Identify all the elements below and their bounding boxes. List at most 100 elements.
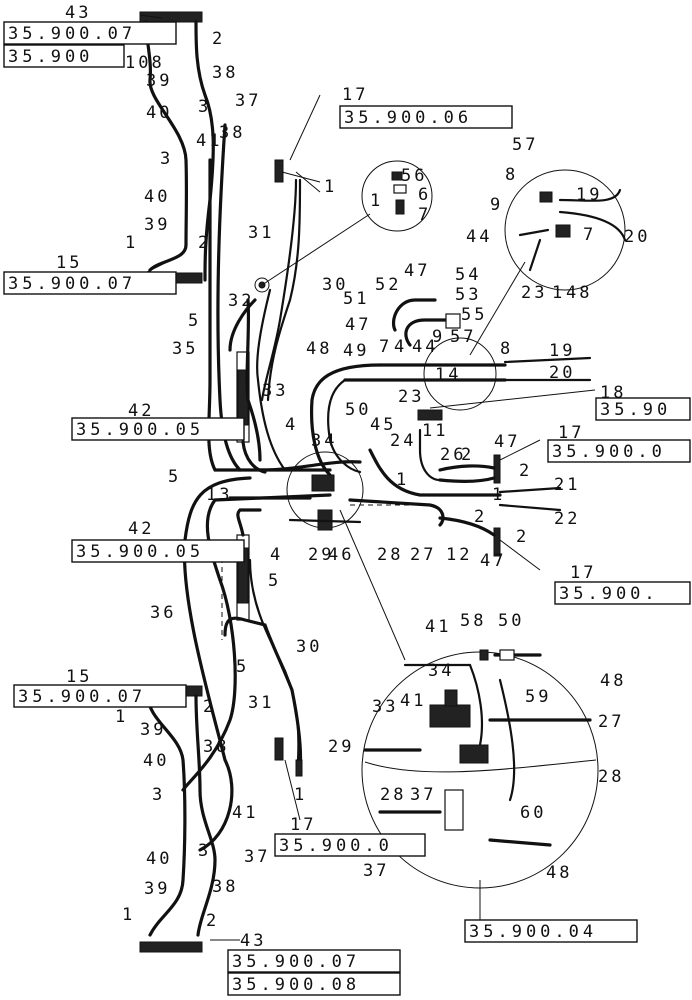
hose-19 xyxy=(503,356,592,364)
ref-box-12[interactable] xyxy=(464,919,638,943)
ref-box-1[interactable] xyxy=(3,21,177,45)
part-callout: 37 xyxy=(410,785,436,805)
part-callout: 24 xyxy=(390,431,416,451)
ref-text-9: 35.900. xyxy=(559,584,659,604)
part-callout: 11 xyxy=(422,421,448,441)
part-callout: 1 xyxy=(492,485,505,505)
part-callout: 39 xyxy=(146,71,172,91)
leader-detail-small xyxy=(261,213,371,286)
part-callout: 4 xyxy=(285,415,298,435)
part-callout: 40 xyxy=(144,187,170,207)
ref-text-6: 35.900.05 xyxy=(76,420,204,440)
part-callout: 49 xyxy=(343,341,369,361)
hose-35 xyxy=(228,298,257,352)
part-callout: 38 xyxy=(219,123,245,143)
ref-box-14[interactable] xyxy=(227,972,401,996)
ref-box-11[interactable] xyxy=(274,833,426,857)
part-callout: 17 xyxy=(342,85,368,105)
part-callout: 33 xyxy=(262,381,288,401)
leader-43-top xyxy=(139,14,163,19)
fitting-55 xyxy=(445,313,461,329)
ref-box-2[interactable] xyxy=(3,44,125,68)
part-callout: 20 xyxy=(549,363,575,383)
part-callout: 2 xyxy=(206,911,219,931)
part-callout: 42 xyxy=(128,401,154,421)
ref-box-4[interactable] xyxy=(3,271,177,295)
part-callout: 58 xyxy=(460,611,486,631)
hose-30-top xyxy=(266,178,302,402)
part-callout: 7 xyxy=(418,205,431,225)
part-callout: 32 xyxy=(228,291,254,311)
ref-text-4: 35.900.07 xyxy=(8,274,136,294)
hose-49 xyxy=(327,378,362,474)
part-callout: 39 xyxy=(140,720,166,740)
part-callout: 5 xyxy=(268,571,281,591)
hose-38-bottom xyxy=(194,694,217,937)
hose-22 xyxy=(498,503,562,512)
part-callout: 60 xyxy=(520,803,546,823)
part-callout: 34 xyxy=(428,661,454,681)
part-callout: 36 xyxy=(150,603,176,623)
part-callout: 4 xyxy=(394,337,407,357)
detail-circle-center xyxy=(423,337,497,411)
part-callout: 5 xyxy=(236,657,249,677)
fitting-17-top xyxy=(274,159,284,183)
part-callout: 30 xyxy=(296,637,322,657)
hose-31-top xyxy=(260,178,298,402)
leader-1-top-b xyxy=(295,171,321,193)
ref-text-14: 35.900.08 xyxy=(232,975,360,995)
part-callout: 40 xyxy=(143,751,169,771)
part-callout: 29 xyxy=(308,545,334,565)
part-callout: 2 xyxy=(461,445,474,465)
hose-41-upper xyxy=(207,158,332,472)
hose-38-top xyxy=(194,20,215,282)
detail-valve-top xyxy=(444,689,458,707)
hose-40-bottom xyxy=(146,694,187,937)
part-callout: 15 xyxy=(56,253,82,273)
part-callout: 54 xyxy=(455,265,481,285)
ref-box-10[interactable] xyxy=(13,684,187,708)
part-callout: 108 xyxy=(125,53,165,73)
part-callout: 38 xyxy=(212,63,238,83)
part-callout: 8 xyxy=(500,339,513,359)
part-callout: 17 xyxy=(570,563,596,583)
ref-box-7[interactable] xyxy=(547,439,691,463)
hose-31-bottom xyxy=(248,558,300,762)
part-callout: 28 xyxy=(380,785,406,805)
ref-text-8: 35.900.05 xyxy=(76,542,204,562)
ref-box-9[interactable] xyxy=(554,581,691,605)
fitting-17-right-bottom xyxy=(493,527,501,557)
hose-37-upper xyxy=(216,123,242,472)
hose-39-lower xyxy=(148,243,188,272)
ref-box-5[interactable] xyxy=(595,397,691,421)
ref-box-6[interactable] xyxy=(71,417,245,441)
cylinder-43-bottom xyxy=(139,941,203,953)
hose-37-lower xyxy=(182,476,252,852)
ref-text-3: 35.900.06 xyxy=(344,108,472,128)
part-callout: 40 xyxy=(146,103,172,123)
part-callout: 44 xyxy=(412,337,438,357)
ref-box-13[interactable] xyxy=(227,949,401,973)
part-callout: 26 xyxy=(440,445,466,465)
part-callout: 48 xyxy=(306,339,332,359)
leader-18 xyxy=(429,389,596,409)
ref-box-8[interactable] xyxy=(71,539,245,563)
part-callout: 1 xyxy=(324,177,337,197)
part-callout: 15 xyxy=(66,667,92,687)
part-callout: 28 xyxy=(377,545,403,565)
hose-11 xyxy=(418,428,442,482)
detail-marker xyxy=(254,277,270,293)
hose-32 xyxy=(245,298,262,462)
part-callout: 20 xyxy=(624,227,650,247)
ref-text-7: 35.900.0 xyxy=(552,442,666,462)
ref-box-3[interactable] xyxy=(339,105,513,129)
ref-text-5: 35.90 xyxy=(600,400,671,420)
part-callout: 35 xyxy=(172,339,198,359)
part-callout: 1 xyxy=(125,233,138,253)
part-callout: 21 xyxy=(554,475,580,495)
part-callout: 1 xyxy=(115,707,128,727)
part-callout: 39 xyxy=(144,215,170,235)
part-callout: 2 xyxy=(212,29,225,49)
